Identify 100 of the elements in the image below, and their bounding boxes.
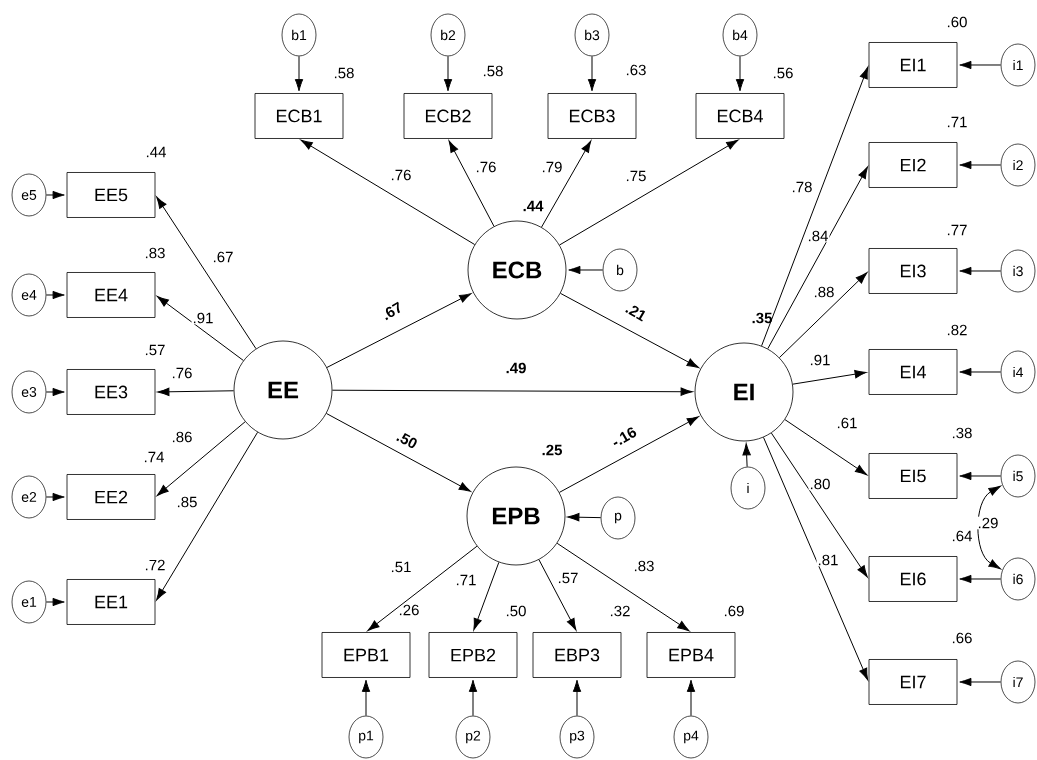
arrow bbox=[45, 190, 65, 200]
arrow bbox=[686, 679, 696, 717]
arrow bbox=[560, 292, 699, 368]
arrow bbox=[572, 679, 582, 717]
indicator-box: ECB2 bbox=[403, 93, 493, 139]
arrow bbox=[959, 574, 1002, 584]
arrow bbox=[448, 140, 495, 227]
indicator-box: EI1 bbox=[868, 42, 958, 88]
arrow bbox=[538, 559, 577, 631]
indicator-box: EPB2 bbox=[428, 632, 518, 678]
arrow bbox=[156, 295, 244, 361]
indicator-box: EPB4 bbox=[646, 632, 736, 678]
value-label: .77 bbox=[947, 224, 967, 236]
value-label: .69 bbox=[724, 605, 744, 617]
value-label: .60 bbox=[947, 16, 967, 28]
arrow bbox=[361, 679, 371, 717]
arrow bbox=[556, 542, 690, 632]
arrow bbox=[567, 513, 602, 522]
indicator-box: EI4 bbox=[868, 349, 958, 395]
arrow bbox=[959, 677, 1002, 687]
edge-label: .61 bbox=[835, 416, 859, 430]
arrow bbox=[587, 55, 597, 92]
arrow bbox=[468, 679, 478, 717]
value-label: .82 bbox=[947, 324, 967, 336]
edge-label: .67 bbox=[378, 299, 406, 323]
indicator-box: EPB1 bbox=[321, 632, 411, 678]
indicator-box: EE5 bbox=[66, 172, 156, 218]
value-label: .56 bbox=[773, 67, 793, 79]
arrow bbox=[156, 421, 246, 496]
indicator-box: ECB3 bbox=[547, 93, 637, 139]
edge-label: .71 bbox=[454, 573, 478, 587]
arrow bbox=[959, 367, 1002, 377]
value-label: .71 bbox=[947, 116, 967, 128]
arrow bbox=[45, 492, 65, 502]
value-label: .66 bbox=[952, 632, 972, 644]
edge-label: .29 bbox=[976, 516, 1000, 530]
arrow bbox=[778, 272, 868, 359]
arrow bbox=[300, 139, 476, 246]
edge-label: .88 bbox=[812, 285, 836, 299]
value-label: .35 bbox=[752, 312, 772, 324]
arrow bbox=[959, 266, 1002, 276]
indicator-box: EI7 bbox=[868, 659, 958, 705]
edge-label: .21 bbox=[623, 300, 649, 324]
edge-label: .76 bbox=[170, 366, 194, 380]
arrow bbox=[45, 597, 65, 607]
edge-label: .84 bbox=[806, 229, 830, 243]
edge-label: .85 bbox=[175, 495, 199, 509]
indicator-box: EE3 bbox=[66, 369, 156, 415]
edge-label: .49 bbox=[504, 361, 528, 375]
edge-label: .51 bbox=[389, 560, 413, 574]
edge-label: -.16 bbox=[608, 424, 640, 450]
value-label: .44 bbox=[523, 200, 544, 212]
indicator-box: ECB4 bbox=[695, 93, 785, 139]
arrow bbox=[784, 419, 868, 476]
arrow bbox=[763, 436, 869, 681]
indicator-box: EI2 bbox=[868, 142, 958, 188]
indicator-box: ECB1 bbox=[254, 93, 344, 139]
arrow bbox=[156, 196, 257, 350]
value-label: .58 bbox=[334, 67, 354, 79]
edge-label: .91 bbox=[808, 353, 832, 367]
arrow bbox=[770, 432, 868, 578]
arrow bbox=[156, 431, 259, 601]
arrow bbox=[331, 387, 693, 396]
arrow bbox=[325, 413, 471, 492]
value-label: .74 bbox=[144, 451, 164, 463]
indicator-box: EI6 bbox=[868, 556, 958, 602]
arrow bbox=[792, 370, 867, 385]
edge-label: .67 bbox=[211, 250, 235, 264]
value-label: .64 bbox=[952, 530, 972, 542]
arrow bbox=[157, 387, 235, 396]
arrow bbox=[45, 387, 65, 397]
value-label: .25 bbox=[542, 444, 562, 456]
indicator-box: EI5 bbox=[868, 453, 958, 499]
indicator-box: EE1 bbox=[66, 579, 156, 625]
edge-label: .57 bbox=[556, 571, 580, 585]
arrow bbox=[742, 443, 751, 468]
value-label: .72 bbox=[145, 559, 165, 571]
arrow bbox=[559, 139, 739, 246]
value-label: .63 bbox=[626, 64, 646, 76]
arrow bbox=[294, 55, 304, 92]
arrow bbox=[326, 293, 472, 368]
arrow bbox=[443, 55, 453, 92]
indicator-box: EI3 bbox=[868, 248, 958, 294]
arrow bbox=[959, 471, 1002, 481]
arrow bbox=[367, 545, 478, 632]
edge-label: .78 bbox=[790, 180, 814, 194]
edge-label: .80 bbox=[808, 477, 832, 491]
value-label: .57 bbox=[145, 344, 165, 356]
value-label: .38 bbox=[952, 427, 972, 439]
edge-label: .91 bbox=[191, 311, 215, 325]
indicator-box: EE4 bbox=[66, 272, 156, 318]
arrow bbox=[541, 140, 592, 228]
value-label: .44 bbox=[146, 146, 166, 158]
arrow bbox=[977, 485, 1001, 570]
edge-label: .86 bbox=[170, 430, 194, 444]
edge-label: .50 bbox=[393, 429, 421, 451]
edge-label: .83 bbox=[632, 559, 656, 573]
arrow bbox=[959, 160, 1002, 170]
edge-label: .79 bbox=[540, 160, 564, 174]
value-label: .26 bbox=[399, 604, 419, 616]
